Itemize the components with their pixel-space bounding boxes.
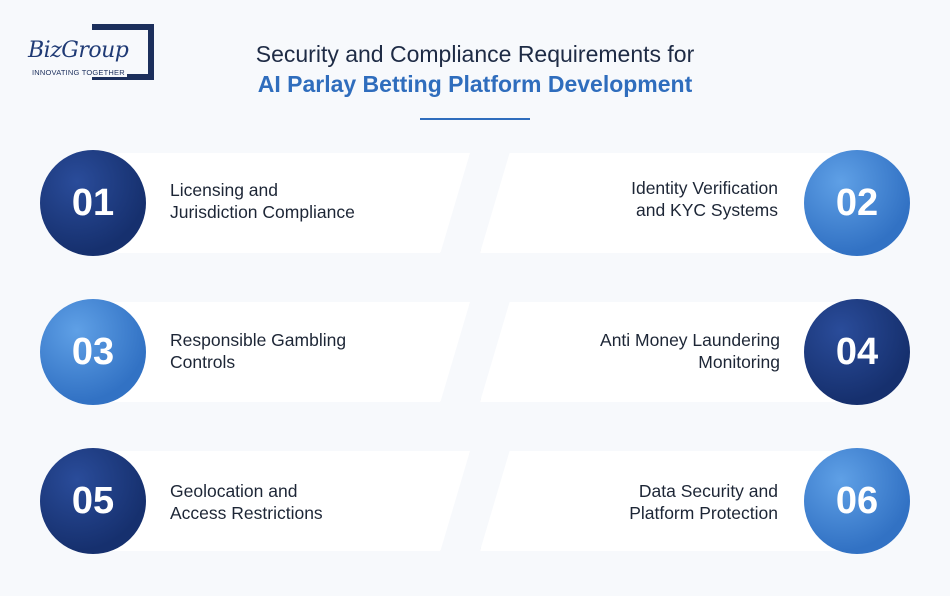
item-label-line1: Geolocation and [170,481,298,501]
card-background [100,153,470,253]
item-label-line1: Anti Money Laundering [600,330,780,350]
item-number-badge: 06 [804,448,910,554]
card-background [480,302,850,402]
page-title-line2: AI Parlay Betting Platform Development [257,71,693,97]
item-number-badge: 02 [804,150,910,256]
item-label-line1: Data Security and [638,481,778,501]
card-background [100,451,470,551]
item-card-04: 04 Anti Money Laundering Monitoring [470,299,910,405]
item-label: Responsible Gambling Controls [170,329,346,373]
item-label-line1: Licensing and [170,180,278,200]
page-title-line1: Security and Compliance Requirements for [255,41,695,67]
item-card-03: 03 Responsible Gambling Controls [40,299,480,405]
item-label-line2: Platform Protection [629,503,778,523]
logo-frame [92,24,154,80]
item-number-badge: 05 [40,448,146,554]
title-underline [420,118,530,120]
item-label: Anti Money Laundering Monitoring [600,329,780,373]
card-background [100,302,470,402]
bizgroup-logo: BizGroup INNOVATING TOGETHER [22,24,162,86]
item-card-06: 06 Data Security and Platform Protection [470,448,910,554]
item-card-02: 02 Identity Verification and KYC Systems [470,150,910,256]
item-label-line2: Controls [170,352,236,372]
item-label-line2: Access Restrictions [170,503,323,523]
item-label-line1: Identity Verification [631,178,778,198]
item-label-line2: Monitoring [698,352,780,372]
item-label-line2: and KYC Systems [636,200,778,220]
card-background [480,451,850,551]
logo-tagline: INNOVATING TOGETHER [30,68,127,77]
item-number-badge: 03 [40,299,146,405]
item-number-badge: 04 [804,299,910,405]
item-label: Data Security and Platform Protection [629,480,778,524]
item-card-05: 05 Geolocation and Access Restrictions [40,448,480,554]
item-label: Licensing and Jurisdiction Compliance [170,179,355,223]
item-label-line1: Responsible Gambling [170,330,347,350]
item-card-01: 01 Licensing and Jurisdiction Compliance [40,150,480,256]
card-background [480,153,850,253]
item-number-badge: 01 [40,150,146,256]
item-label: Identity Verification and KYC Systems [631,177,778,221]
item-label: Geolocation and Access Restrictions [170,480,323,524]
item-label-line2: Jurisdiction Compliance [170,202,355,222]
logo-name: BizGroup [26,38,131,63]
